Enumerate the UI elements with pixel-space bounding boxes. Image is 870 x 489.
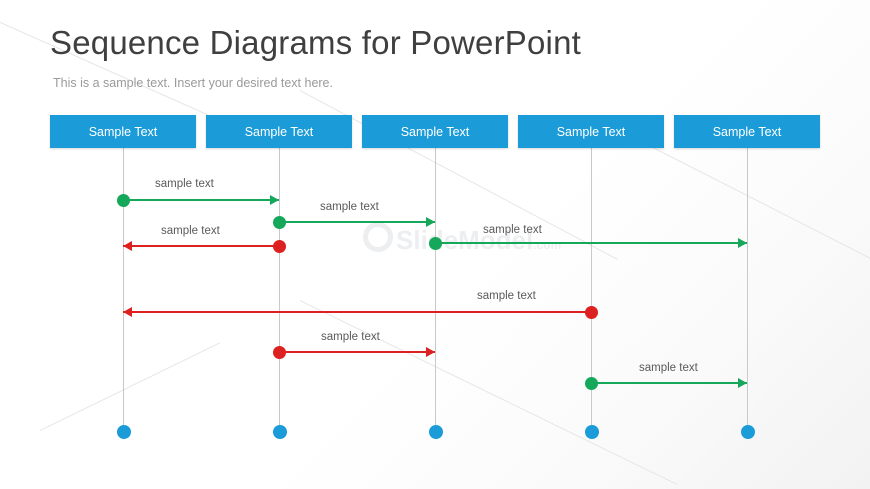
message-arrowhead-6 [426,347,435,357]
message-label-1: sample text [155,178,214,190]
message-origin-dot-5 [584,305,598,319]
message-arrowhead-1 [270,195,279,205]
actor-header-3[interactable]: Sample Text [362,115,508,148]
message-line-1 [123,199,279,201]
message-origin-dot-3 [272,239,286,253]
message-arrowhead-7 [738,378,747,388]
lifeline-endcap-5 [740,425,755,439]
message-line-2 [279,221,435,223]
message-line-6 [279,351,435,353]
actor-header-label: Sample Text [88,124,158,139]
actor-header-label: Sample Text [244,124,314,139]
message-origin-dot-2 [272,215,286,229]
slide-title: Sequence Diagrams for PowerPoint [50,24,581,61]
lifeline-endcap-4 [584,425,599,439]
message-origin-dot-4 [428,236,442,250]
message-arrowhead-2 [426,217,435,227]
message-label-4: sample text [483,224,542,236]
actor-header-1[interactable]: Sample Text [50,115,196,148]
message-origin-dot-6 [272,345,286,359]
message-arrowhead-5 [123,307,132,317]
actor-header-label: Sample Text [556,124,626,139]
lifeline-3 [435,148,436,430]
lifeline-4 [591,148,592,430]
lifeline-5 [747,148,748,430]
lifeline-2 [279,148,280,430]
slide-subtitle: This is a sample text. Insert your desir… [53,76,333,90]
message-origin-dot-7 [584,376,598,390]
message-line-3 [123,245,279,247]
lifeline-endcap-1 [116,425,131,439]
message-arrowhead-3 [123,241,132,251]
actor-header-4[interactable]: Sample Text [518,115,664,148]
message-line-7 [591,382,747,384]
lifeline-1 [123,148,124,430]
message-label-6: sample text [321,331,380,343]
actor-header-label: Sample Text [712,124,782,139]
lifeline-endcap-2 [272,425,287,439]
actor-header-2[interactable]: Sample Text [206,115,352,148]
actor-header-5[interactable]: Sample Text [674,115,820,148]
message-line-5 [123,311,591,313]
lifeline-endcap-3 [428,425,443,439]
message-origin-dot-1 [116,193,130,207]
message-arrowhead-4 [738,238,747,248]
message-label-5: sample text [477,290,536,302]
message-label-7: sample text [639,362,698,374]
message-label-2: sample text [320,201,379,213]
actor-header-label: Sample Text [400,124,470,139]
message-label-3: sample text [161,225,220,237]
message-line-4 [435,242,747,244]
